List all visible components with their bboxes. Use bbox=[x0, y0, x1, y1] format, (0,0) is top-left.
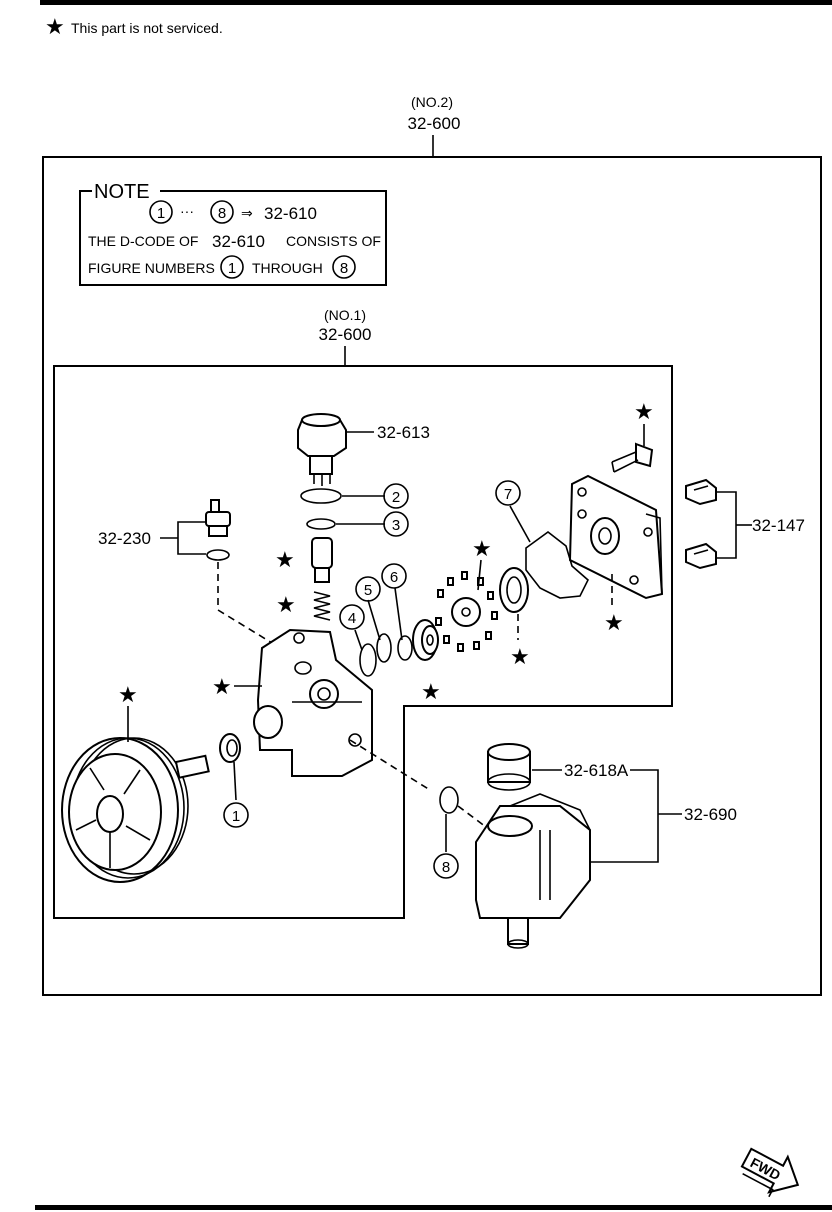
o-ring-4 bbox=[359, 643, 377, 677]
legend-star-icon: ★ bbox=[45, 14, 65, 39]
svg-text:5: 5 bbox=[364, 582, 372, 599]
bottom-rule bbox=[35, 1205, 832, 1210]
note-line3-prefix: FIGURE NUMBERS bbox=[88, 260, 215, 276]
star-icon-pump-body: ★ bbox=[212, 674, 232, 699]
label-32-147: 32-147 bbox=[752, 516, 805, 535]
note-line2-code: 32-610 bbox=[212, 232, 265, 251]
star-icon-rotor: ★ bbox=[472, 536, 492, 561]
callout-1: 1 bbox=[223, 802, 249, 828]
gasket-7 bbox=[525, 530, 589, 599]
rear-cover bbox=[568, 474, 664, 600]
pump-body bbox=[253, 628, 373, 777]
svg-text:1: 1 bbox=[232, 808, 240, 825]
valve-spring bbox=[313, 591, 331, 621]
o-ring-5 bbox=[376, 633, 392, 663]
callout-7: 7 bbox=[495, 480, 521, 506]
callout-5: 5 bbox=[355, 576, 381, 602]
star-icon-spring: ★ bbox=[276, 592, 296, 617]
svg-text:4: 4 bbox=[348, 610, 356, 627]
cover-bolt bbox=[611, 442, 654, 473]
clip-upper bbox=[685, 478, 717, 506]
outlet-fitting bbox=[297, 413, 347, 486]
svg-text:8: 8 bbox=[442, 859, 450, 876]
reservoir-tank bbox=[475, 793, 591, 949]
outer-assembly-qualifier: (NO.2) bbox=[411, 94, 453, 110]
star-icon-pulley: ★ bbox=[118, 682, 138, 707]
clip-lower bbox=[685, 542, 717, 570]
inner-assembly-code: 32-600 bbox=[319, 325, 372, 344]
note-box: NOTE 1 ··· 8 ⇒ 32-610 THE D-CODE OF 32-6… bbox=[79, 181, 387, 286]
callout-6: 6 bbox=[381, 563, 407, 589]
star-icon-bolt: ★ bbox=[634, 399, 654, 424]
pulley bbox=[61, 737, 210, 883]
note-arrow: ⇒ bbox=[241, 205, 253, 221]
star-icon-valve: ★ bbox=[275, 547, 295, 572]
note-line3-mid: THROUGH bbox=[252, 260, 323, 276]
note-line3-end: 8 bbox=[340, 260, 348, 277]
o-ring-2 bbox=[300, 488, 342, 504]
outer-assembly-frame bbox=[42, 156, 822, 996]
o-ring-3 bbox=[306, 518, 336, 530]
outer-assembly-code: 32-600 bbox=[408, 114, 461, 133]
note-title: NOTE bbox=[94, 181, 150, 203]
reservoir-cap bbox=[487, 743, 531, 791]
fwd-arrow-icon: FWD bbox=[740, 1147, 800, 1198]
o-ring-6 bbox=[397, 635, 413, 661]
label-32-613: 32-613 bbox=[377, 423, 430, 442]
o-ring-8 bbox=[439, 786, 459, 814]
rotor-vanes bbox=[435, 571, 498, 652]
pressure-switch bbox=[205, 499, 231, 561]
cam-ring bbox=[499, 567, 529, 613]
svg-text:7: 7 bbox=[504, 486, 512, 503]
top-rule bbox=[40, 0, 832, 5]
star-icon-side-plate: ★ bbox=[421, 679, 441, 704]
label-32-230: 32-230 bbox=[98, 529, 151, 548]
svg-text:6: 6 bbox=[390, 569, 398, 586]
callout-2: 2 bbox=[383, 483, 409, 509]
label-32-690: 32-690 bbox=[684, 805, 737, 824]
note-range-start: 1 bbox=[157, 205, 165, 222]
note-line2-suffix: CONSISTS OF bbox=[286, 233, 381, 249]
note-line3-start: 1 bbox=[228, 260, 236, 277]
legend-text: This part is not serviced. bbox=[71, 20, 223, 36]
oil-seal-1 bbox=[219, 733, 241, 763]
label-32-618A: 32-618A bbox=[564, 761, 629, 780]
side-plate bbox=[412, 619, 439, 661]
svg-text:2: 2 bbox=[392, 489, 400, 506]
inner-assembly-frame bbox=[53, 365, 673, 919]
star-icon-cam-ring: ★ bbox=[510, 644, 530, 669]
svg-text:3: 3 bbox=[392, 517, 400, 534]
callout-3: 3 bbox=[383, 511, 409, 537]
note-ellipsis: ··· bbox=[180, 203, 194, 219]
note-target-code: 32-610 bbox=[264, 204, 317, 223]
note-range-end: 8 bbox=[218, 205, 226, 222]
callout-8: 8 bbox=[433, 853, 459, 879]
note-line2-prefix: THE D-CODE OF bbox=[88, 233, 198, 249]
star-icon-rear-cover: ★ bbox=[604, 610, 624, 635]
callout-4: 4 bbox=[339, 604, 365, 630]
flow-control-valve bbox=[311, 537, 333, 583]
inner-assembly-qualifier: (NO.1) bbox=[324, 307, 366, 323]
